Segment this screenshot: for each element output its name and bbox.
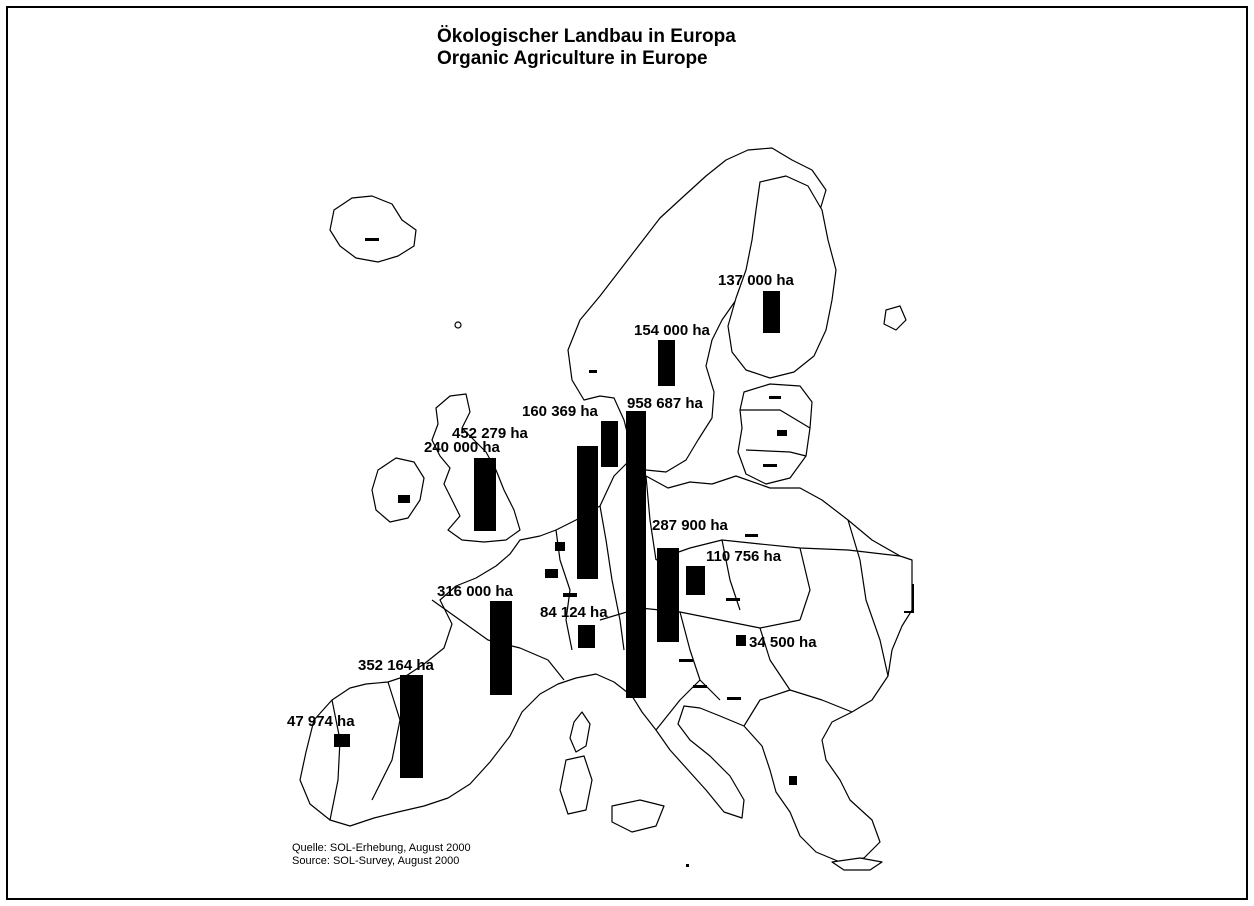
- bar-italy: [626, 411, 646, 698]
- label-denmark: 160 369 ha: [522, 403, 599, 420]
- outline-baltics: [737, 383, 813, 485]
- marker-norway: [589, 370, 597, 373]
- marker-estonia: [769, 396, 781, 399]
- area-bars: [334, 291, 780, 778]
- marker-slovenia: [679, 659, 693, 662]
- outline-finland: [727, 175, 837, 379]
- label-sweden: 154 000 ha: [634, 322, 711, 339]
- bar-germany: [577, 446, 598, 579]
- marker-lithuania: [763, 464, 777, 467]
- marker-luxembourg: [563, 593, 577, 597]
- bar-switzerland: [578, 625, 595, 648]
- outline-ireland: [371, 457, 425, 523]
- marker-bulgaria: [727, 697, 741, 700]
- label-finland: 137 000 ha: [718, 272, 795, 289]
- bar-united-kingdom: [474, 458, 496, 531]
- title-english: Organic Agriculture in Europe: [437, 48, 708, 69]
- marker-slovakia: [726, 598, 740, 601]
- bar-spain: [400, 675, 423, 778]
- label-italy: 958 687 ha: [627, 395, 704, 412]
- label-germany: 452 279 ha: [452, 425, 529, 442]
- bar-romania: [736, 635, 746, 646]
- label-czech-republic: 110 756 ha: [706, 548, 782, 565]
- bar-portugal: [334, 734, 350, 747]
- bar-austria: [657, 548, 679, 642]
- label-romania: 34 500 ha: [749, 634, 817, 651]
- small-markers: [365, 238, 914, 867]
- bar-sweden: [658, 340, 675, 386]
- label-spain: 352 164 ha: [358, 657, 435, 674]
- country-outlines: [299, 147, 913, 871]
- bar-finland: [763, 291, 780, 333]
- marker-turkey: [912, 584, 914, 612]
- bar-denmark: [601, 421, 618, 467]
- title-german: Ökologischer Landbau in Europa: [437, 26, 736, 47]
- marker-poland: [745, 534, 758, 537]
- marker-belgium: [545, 569, 558, 578]
- outline-iceland: [329, 195, 417, 263]
- label-france: 316 000 ha: [437, 583, 514, 600]
- marker-netherlands: [555, 542, 565, 551]
- bar-czech-republic: [686, 566, 705, 595]
- label-portugal: 47 974 ha: [287, 713, 355, 730]
- outline-faroe: [454, 321, 462, 329]
- marker-ireland: [398, 495, 410, 503]
- source-german: Quelle: SOL-Erhebung, August 2000: [292, 842, 471, 854]
- area-labels: 137 000 ha 154 000 ha 160 369 ha 452 279 ha…: [287, 272, 817, 730]
- outline-crete: [831, 857, 883, 871]
- outline-continent: [299, 461, 913, 863]
- marker-croatia: [693, 685, 707, 688]
- label-austria: 287 900 ha: [652, 517, 729, 534]
- marker-iceland: [365, 238, 379, 241]
- marker-turkey-tick: [904, 611, 914, 613]
- source-english: Source: SOL-Survey, August 2000: [292, 855, 460, 867]
- bar-france: [490, 601, 512, 695]
- label-united-kingdom: 240 000 ha: [424, 439, 501, 456]
- source-note: Quelle: SOL-Erhebung, August 2000 Source…: [292, 842, 471, 868]
- outline-corsica: [569, 711, 591, 753]
- map-title: Ökologischer Landbau in Europa Organic A…: [437, 26, 736, 70]
- outline-sardinia: [559, 755, 593, 815]
- marker-malta: [686, 864, 689, 867]
- marker-greece: [789, 776, 797, 785]
- outline-iceland-small: [883, 305, 907, 331]
- outline-sicily: [611, 799, 665, 833]
- label-switzerland: 84 124 ha: [540, 604, 608, 621]
- marker-latvia: [777, 430, 787, 436]
